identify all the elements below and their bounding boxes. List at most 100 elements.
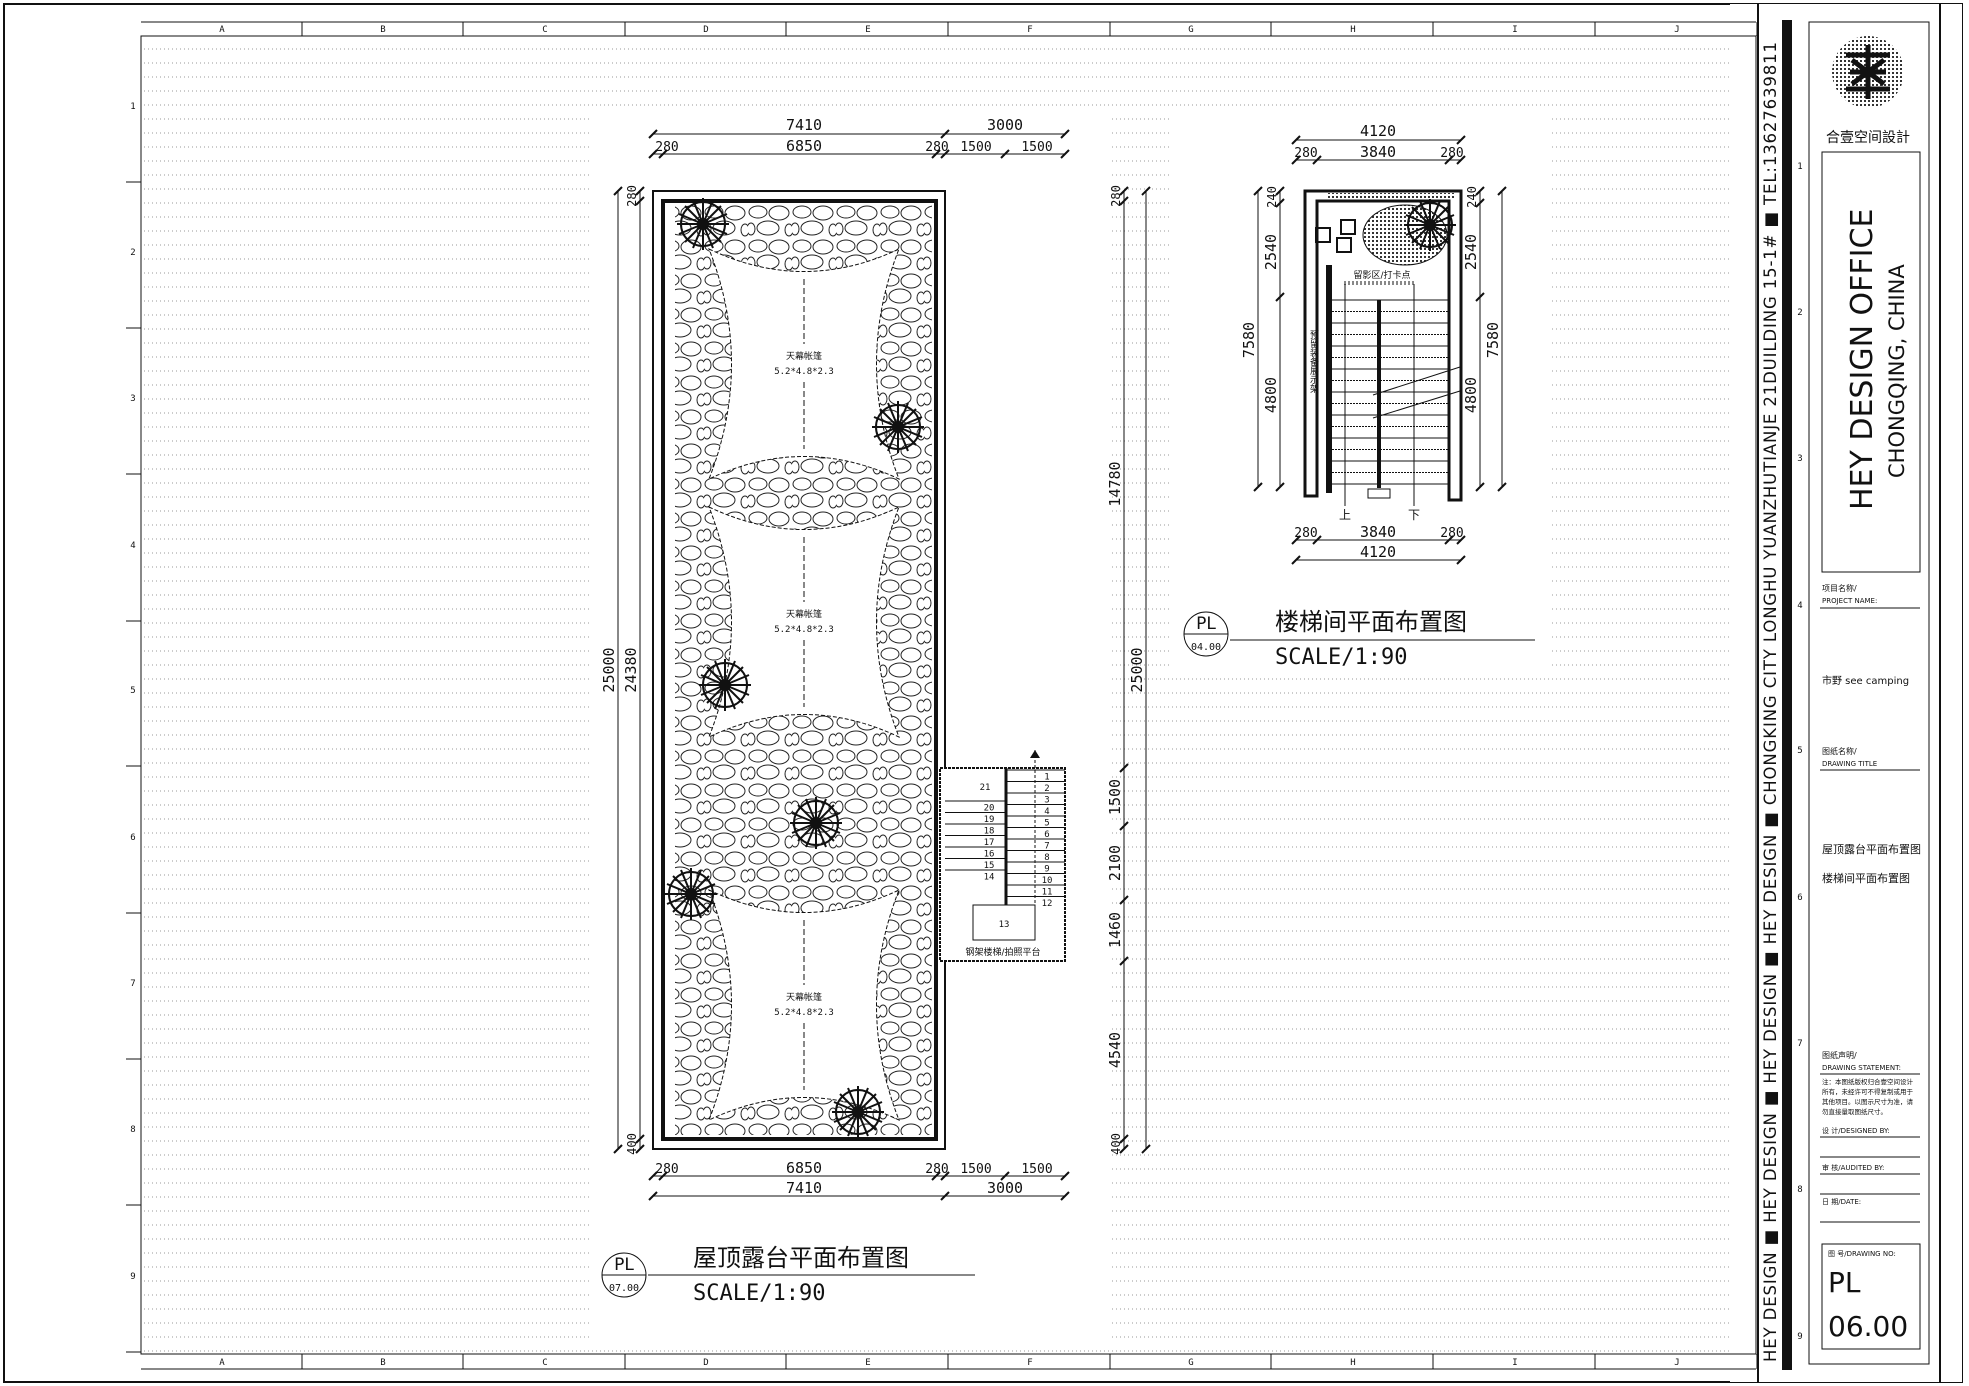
row-label: 8 [1797,1185,1802,1195]
row-label: 6 [130,833,135,843]
roof-badge-code: PL [614,1255,634,1275]
roof-badge-no: 07.00 [609,1283,639,1294]
drawing-number-box [1821,1243,1921,1350]
row-label: 2 [1797,308,1802,318]
stair-plan-title: 楼梯间平面布置图 [1275,608,1467,636]
drawing-title-2: 楼梯间平面布置图 [1822,871,1910,885]
stair-step-number: 18 [984,827,995,837]
roof-terrace-plan: 天幕帐篷5.2*4.8*2.3天幕帐篷5.2*4.8*2.3天幕帐篷5.2*4.… [600,116,1151,1306]
column-label: C [542,1358,547,1368]
dim-label: 2540 [1262,234,1280,270]
statement-line: 其他项目。以图示尺寸为准，请 [1822,1097,1914,1106]
dim-label: 1500 [960,140,991,155]
dim-label: 400 [625,1133,639,1155]
tent-name: 天幕帐篷 [786,350,822,362]
dim-label: 3840 [1360,523,1396,541]
black-bar [1782,20,1792,1370]
tent-name: 天幕帐篷 [786,608,822,620]
dim-label: 2540 [1462,234,1480,270]
roof-plan-scale: SCALE/1:90 [693,1281,825,1306]
dim-label: 24380 [622,647,640,692]
dim-label: 1500 [1106,779,1124,815]
row-label: 7 [1797,1039,1802,1049]
dim-label: 280 [1294,526,1317,541]
stair-step-number: 9 [1044,865,1049,875]
logo-text: 合壹空间設計 [1826,130,1910,146]
dim-label: 280 [925,140,948,155]
stair-step-number: 15 [984,861,995,871]
column-label: D [703,1358,708,1368]
title-block [1808,21,1930,1365]
column-label: H [1350,25,1355,35]
dim-label: 4120 [1360,122,1396,140]
dim-label: 4540 [1106,1032,1124,1068]
down-label: 下 [1408,508,1420,522]
side-strip-text: HEY DESIGN ■ HEY DESIGN ■ HEY DESIGN ■ H… [1761,42,1780,1362]
project-label-en: PROJECT NAME: [1822,597,1877,605]
row-label: 1 [130,102,135,112]
statement-line: 所有，未经许可不得复制或用于 [1822,1087,1914,1096]
dim-label: 6850 [786,1159,822,1177]
dim-label: 1500 [1021,140,1052,155]
stair-label: 钢架楼梯/拍照平台 [965,946,1040,958]
stair-step-number: 17 [984,838,995,848]
row-label: 2 [130,248,135,258]
stair-step-number: 5 [1044,819,1049,829]
audited-by-label: 审 核/AUDITED BY: [1822,1163,1884,1172]
up-label: 上 [1339,508,1351,522]
dim-label: 280 [1440,146,1463,161]
drawing-code: PL [1828,1266,1861,1299]
stair-step-number: 12 [1042,899,1053,909]
drawing-title-label-en: DRAWING TITLE [1822,760,1877,768]
dim-label: 280 [1440,526,1463,541]
row-label: 8 [130,1125,135,1135]
dim-label: 4800 [1262,377,1280,413]
dim-label: 6850 [786,137,822,155]
dim-label: 280 [625,185,639,207]
tent [708,248,900,480]
column-label: I [1512,1358,1517,1368]
dim-label: 25000 [1128,647,1146,692]
column-label: F [1027,25,1032,35]
stair-landing-number: 13 [999,920,1010,930]
column-label: C [542,25,547,35]
dim-label: 7410 [786,1179,822,1197]
drawing-title-1: 屋顶露台平面布置图 [1822,842,1921,856]
column-label: D [703,25,708,35]
row-label: 3 [1797,454,1802,464]
row-label: 5 [130,686,135,696]
column-label: E [865,1358,870,1368]
column-label: I [1512,25,1517,35]
column-label: B [380,1358,385,1368]
dim-label: 4120 [1360,543,1396,561]
dim-label: 3000 [987,1179,1023,1197]
stair-step-number: 10 [1042,876,1053,886]
dim-label: 280 [1294,146,1317,161]
column-label: G [1188,1358,1193,1368]
dim-label: 14780 [1106,461,1124,506]
tent [708,889,900,1121]
row-label: 9 [1797,1332,1802,1342]
column-label: F [1027,1358,1032,1368]
column-label: E [865,25,870,35]
designed-by-label: 设 计/DESIGNED BY: [1822,1126,1890,1135]
row-label: 7 [130,979,135,989]
stair-step-number: 11 [1042,888,1053,898]
tent-size: 5.2*4.8*2.3 [774,625,834,635]
office-name: HEY DESIGN OFFICE [1845,209,1880,510]
stair-step-number: 1 [1044,773,1049,783]
project-name: 市野 see camping [1822,674,1909,687]
stair-step-number: 2 [1044,784,1049,794]
tent [708,506,900,738]
row-label: 9 [130,1272,135,1282]
photo-spot-label: 留影区/打卡点 [1353,269,1410,281]
statement-label-en: DRAWING STATEMENT: [1822,1064,1901,1072]
column-label: B [380,25,385,35]
column-label: G [1188,25,1193,35]
date-label: 日 期/DATE: [1822,1198,1861,1206]
stair-step-number: 16 [984,850,995,860]
